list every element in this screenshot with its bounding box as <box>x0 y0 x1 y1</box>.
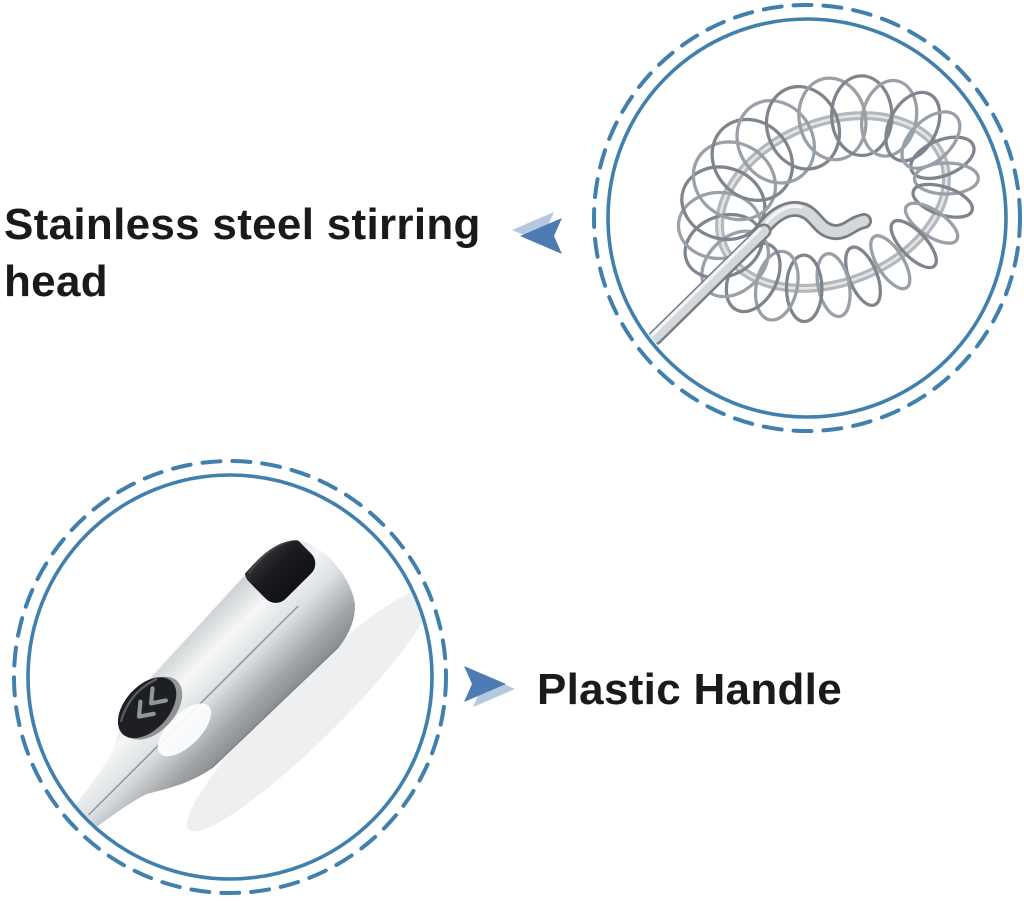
power-button-rim <box>119 677 158 723</box>
whisk-shaft-light <box>650 226 769 343</box>
dashed-circle-handle <box>12 459 448 895</box>
handle-shadow <box>187 588 430 832</box>
solid-circle-head <box>606 17 1008 419</box>
handle-photo <box>74 532 430 832</box>
handle-reflection <box>157 703 212 757</box>
dashed-circle-head <box>592 3 1022 433</box>
chevron-icon <box>136 699 156 719</box>
handle-body <box>74 540 355 828</box>
whisk-shaft-shine <box>650 227 762 337</box>
arrow-left-icon <box>512 208 564 259</box>
chevron-icon <box>149 686 168 706</box>
label-stirring-head: Stainless steel stirring head <box>4 200 481 306</box>
arrow-right-icon <box>462 664 518 717</box>
power-button <box>117 676 183 740</box>
power-button-face <box>117 677 177 739</box>
label-plastic-handle: Plastic Handle <box>537 665 842 714</box>
handle-bottom-shade <box>211 646 340 770</box>
handle-cap-highlight <box>247 539 291 574</box>
stirring-head-photo <box>647 74 980 346</box>
whisk-hub-light <box>750 203 870 246</box>
solid-circle-handle <box>26 473 434 881</box>
